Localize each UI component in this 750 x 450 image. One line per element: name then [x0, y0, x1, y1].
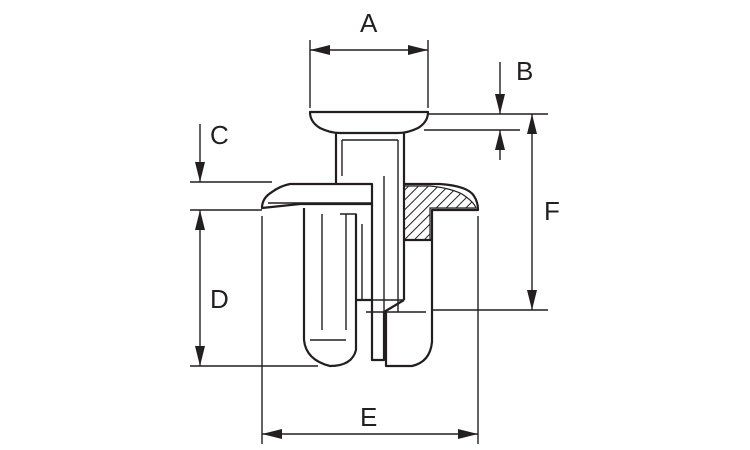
section-hatch — [403, 185, 477, 241]
dimension-lines — [195, 45, 537, 439]
grommet-legs — [302, 208, 405, 368]
dimension-label-b: B — [516, 56, 533, 86]
dimension-label-d: D — [210, 284, 229, 314]
dimension-label-e: E — [360, 402, 377, 432]
grommet-flange-left — [260, 182, 374, 210]
dimension-label-c: C — [210, 120, 229, 150]
dimension-label-a: A — [360, 8, 378, 38]
dimension-label-f: F — [544, 196, 560, 226]
part-outline — [260, 110, 480, 368]
pin-head — [308, 110, 430, 135]
grommet-flange-right — [404, 182, 480, 242]
extension-lines — [190, 40, 548, 444]
